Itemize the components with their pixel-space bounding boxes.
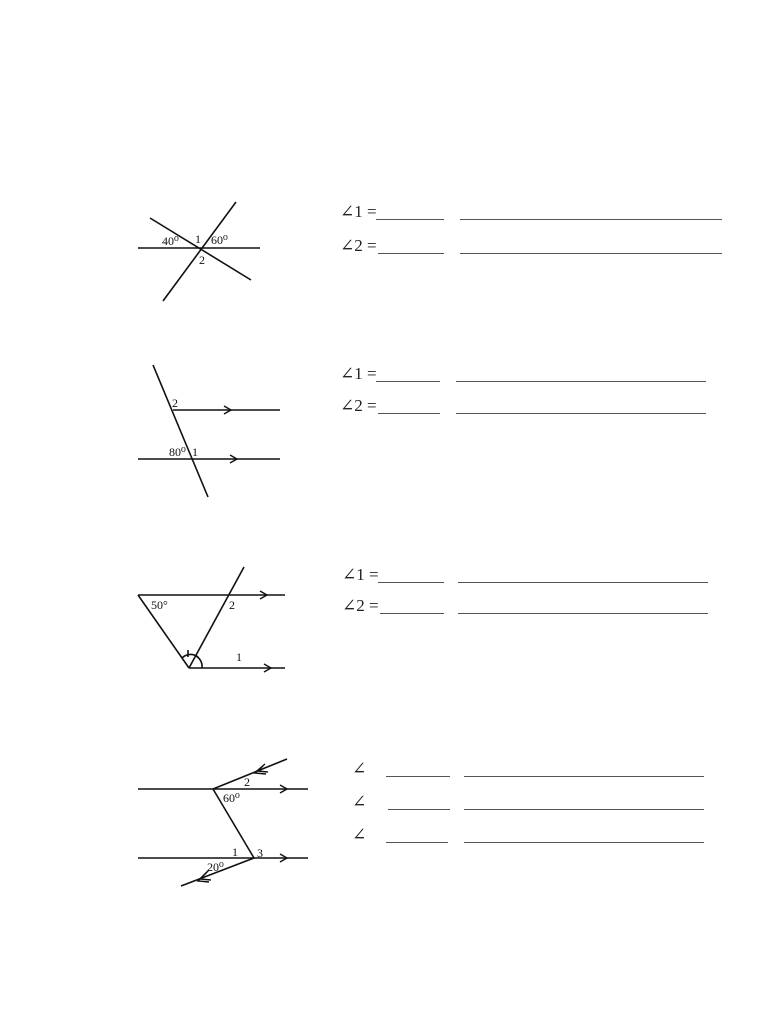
problem-1-figure: 40⁰ 1 60⁰ 2 [130,195,270,310]
problem-3-answer-2: ∠2 = [342,596,722,620]
answer-blank[interactable] [386,842,448,843]
angle-label: ∠2 = [342,596,379,615]
angle-label: ∠ [352,792,367,811]
label-2: 2 [244,775,250,789]
problem-2-figure: 2 80⁰ 1 [130,360,290,505]
angle-label: ∠1 = [340,364,377,383]
problem-1-answer-2: ∠2 = [340,236,730,260]
label-80: 80⁰ [169,445,186,459]
reason-blank[interactable] [460,219,722,220]
reason-blank[interactable] [456,413,706,414]
problem-4-answer-3: ∠ [352,825,712,849]
parallel-arrows [223,405,239,464]
angle-label: ∠2 = [340,236,377,255]
angle-label: ∠1 = [340,202,377,221]
label-1: 1 [192,445,198,459]
label-40: 40⁰ [162,234,179,248]
answer-blank[interactable] [376,219,444,220]
reason-blank[interactable] [464,809,704,810]
answer-blank[interactable] [388,809,450,810]
label-1: 1 [195,232,201,246]
label-60: 60⁰ [211,233,228,247]
label-2: 2 [172,396,178,410]
parallel-arrows [259,590,273,673]
label-1: 1 [232,845,238,859]
ray-lower [180,857,255,887]
problem-4-answer-1: ∠ [352,759,712,783]
problem-3-figure: 50° 2 1 [130,560,290,680]
angle-1-arc [195,655,203,669]
problem-4-answer-2: ∠ [352,792,712,816]
connecting-segment [212,788,255,859]
transversal-line-b [162,201,237,302]
label-20: 20⁰ [207,860,224,874]
reason-blank[interactable] [458,582,708,583]
problem-3-answer-1: ∠1 = [342,565,722,589]
ray-upper [212,758,288,790]
reason-blank[interactable] [460,253,722,254]
label-2: 2 [199,253,205,267]
reason-blank[interactable] [464,776,704,777]
label-60: 60⁰ [223,791,240,805]
angle-label: ∠ [352,825,367,844]
label-50: 50° [151,598,168,612]
label-2: 2 [229,598,235,612]
answer-blank[interactable] [378,582,444,583]
transversal-line [188,566,245,669]
label-1: 1 [236,650,242,664]
label-3: 3 [257,846,263,860]
answer-blank[interactable] [378,253,444,254]
answer-blank[interactable] [386,776,450,777]
angle-label: ∠1 = [342,565,379,584]
problem-2-answer-2: ∠2 = [340,396,720,420]
triangle-side-left [137,594,190,669]
problem-4-figure: 2 60⁰ 1 3 20⁰ [130,750,315,895]
reason-blank[interactable] [458,613,708,614]
angle-label: ∠2 = [340,396,377,415]
answer-blank[interactable] [380,613,444,614]
transversal-line [152,364,209,498]
reason-blank[interactable] [464,842,704,843]
problem-1-answer-1: ∠1 = [340,202,730,226]
problem-2-answer-1: ∠1 = [340,364,720,388]
arrows [196,763,289,883]
answer-blank[interactable] [378,413,440,414]
reason-blank[interactable] [456,381,706,382]
answer-blank[interactable] [376,381,440,382]
angle-label: ∠ [352,759,367,778]
